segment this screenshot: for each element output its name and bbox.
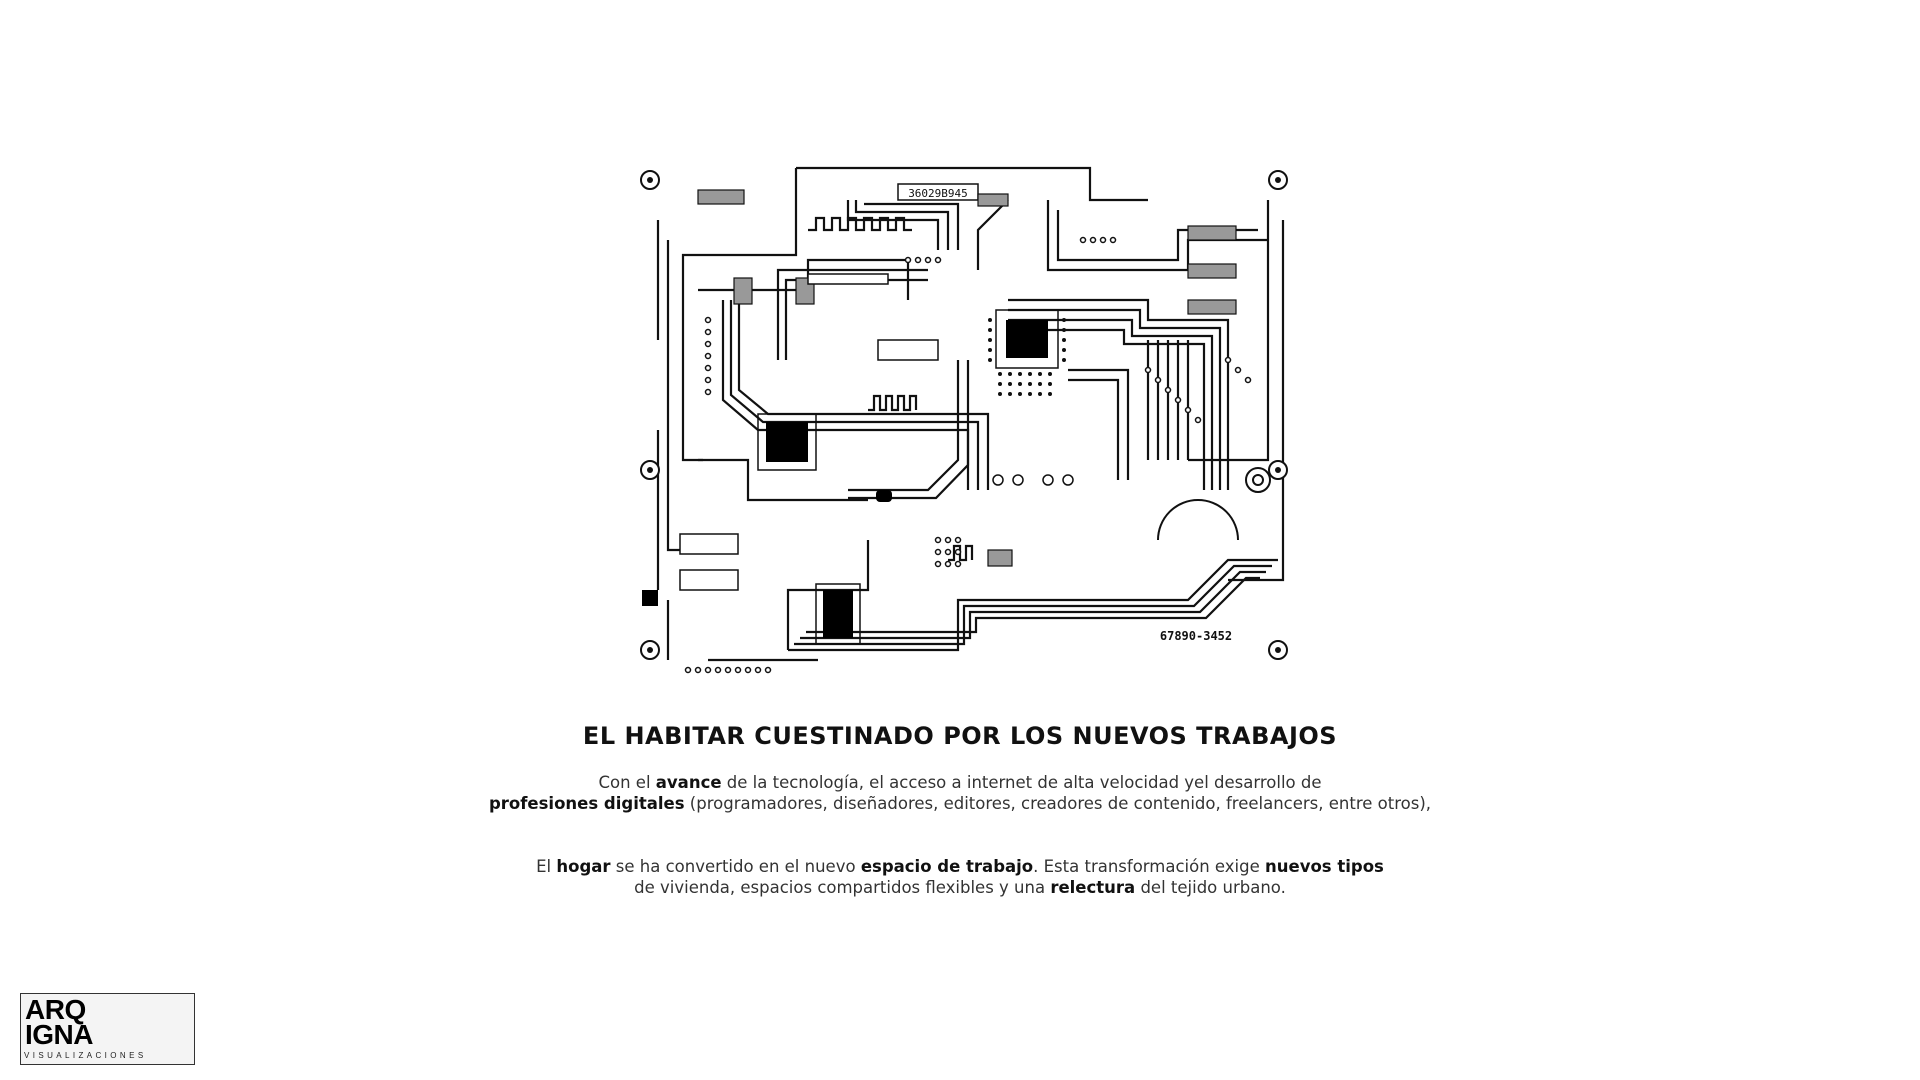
via-pads — [684, 236, 1252, 674]
mounting-holes — [640, 170, 1288, 660]
component-outline — [679, 569, 739, 591]
processor-chip — [1006, 320, 1048, 358]
board-part-label: 67890-3452 — [1160, 629, 1232, 643]
paragraph-text: . Esta transformación exige — [1033, 857, 1266, 876]
logo-line-2: IGNA — [25, 1019, 94, 1050]
board-outline-trace — [796, 166, 1148, 202]
right-bus-trace — [1146, 340, 1190, 460]
paragraph-emphasis: hogar — [556, 857, 611, 876]
component-outline — [679, 533, 739, 555]
body-paragraph: El hogar se ha convertido en el nuevo es… — [460, 856, 1460, 898]
left-chip-socket — [757, 413, 817, 471]
meander-trace — [948, 544, 974, 562]
ic-package — [1187, 225, 1237, 241]
top-right-trace — [976, 199, 1009, 270]
ic-package — [697, 189, 745, 205]
paragraph-emphasis: avance — [655, 773, 722, 792]
left-trace — [729, 300, 980, 490]
bottom-chip — [823, 590, 853, 638]
board-outline-trace — [681, 168, 798, 462]
center-trace — [1008, 308, 1222, 490]
left-chip — [766, 422, 808, 462]
paragraph-emphasis: profesiones digitales — [488, 794, 685, 813]
ic-package — [987, 549, 1013, 567]
processor-via-grid — [988, 318, 1066, 396]
circuit-board-illustration: 36029B945 67890-3452 — [640, 166, 1288, 674]
paragraph-text: de la tecnología, el acceso a internet d… — [721, 773, 1322, 792]
paragraph-text: (programadores, diseñadores, editores, c… — [684, 794, 1432, 813]
component-outline — [807, 273, 889, 285]
paragraph-text: de vivienda, espacios compartidos flexib… — [634, 878, 1051, 897]
logo-subtitle: VISUALIZACIONES — [24, 1051, 147, 1060]
paragraph-emphasis: nuevos tipos — [1265, 857, 1384, 876]
brand-logo: ARQ IGNA VISUALIZACIONES — [20, 993, 195, 1065]
paragraph-text: se ha convertido en el nuevo — [610, 857, 861, 876]
paragraph-emphasis: espacio de trabajo — [860, 857, 1034, 876]
capacitor — [642, 590, 658, 606]
ic-package — [1187, 299, 1237, 315]
center-trace — [1008, 298, 1230, 490]
bus-trace — [806, 576, 1260, 634]
left-trace — [698, 258, 910, 300]
board-outline-trace — [666, 600, 818, 662]
paragraph-text: Con el — [598, 773, 656, 792]
meander-trace — [808, 216, 912, 232]
center-trace — [854, 200, 950, 250]
logo-line-1: ARQ — [25, 994, 86, 1025]
paragraph-text: El — [536, 857, 557, 876]
page-title: EL HABITAR CUESTINADO POR LOS NUEVOS TRA… — [582, 722, 1338, 750]
meander-trace — [868, 394, 918, 412]
left-trace — [698, 458, 868, 502]
paragraph-text: del tejido urbano. — [1135, 878, 1286, 897]
center-trace — [1008, 328, 1206, 490]
board-outline-trace — [1228, 220, 1285, 582]
component-outline — [877, 339, 939, 361]
board-label-box — [897, 183, 979, 201]
capacitor — [876, 490, 892, 502]
bus-trace — [800, 570, 1266, 640]
right-bus-trace — [1068, 368, 1130, 480]
bus-trace — [788, 558, 1278, 652]
center-trace — [848, 360, 960, 492]
center-trace — [776, 268, 928, 360]
center-trace — [846, 200, 940, 250]
paragraph-emphasis: relectura — [1050, 878, 1136, 897]
ic-package — [1187, 263, 1237, 279]
intro-paragraph: Con el avance de la tecnología, el acces… — [460, 772, 1460, 814]
connector-ring — [1252, 474, 1264, 486]
center-trace — [864, 202, 960, 250]
bottom-chip-socket — [815, 583, 861, 645]
board-outline-trace — [666, 240, 688, 552]
center-trace — [1008, 318, 1214, 490]
left-trace — [721, 300, 970, 490]
processor-socket — [995, 309, 1059, 369]
board-outline-trace — [1188, 200, 1270, 462]
arc-trace — [1157, 499, 1239, 541]
ic-package — [977, 193, 1009, 207]
ic-package — [733, 277, 753, 305]
board-serial-label: 36029B945 — [908, 187, 968, 200]
bus-trace — [794, 564, 1272, 646]
